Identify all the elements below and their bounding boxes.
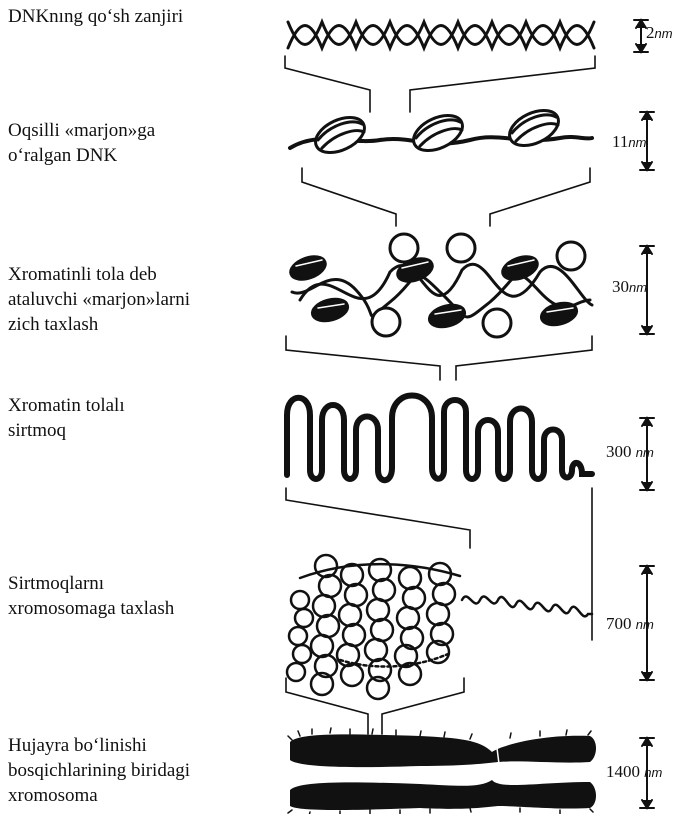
packed-loops [287,555,592,699]
scale-bar-30nm [640,246,654,334]
zoom-bracket [285,56,595,112]
scale-bar-700nm [640,566,654,680]
zoom-bracket [286,678,464,734]
metaphase-chromosome [290,734,596,810]
scale-bar-300nm [640,418,654,490]
nucleosome-beads [290,103,592,159]
scale-bar-2nm [634,20,648,52]
zoom-bracket [286,336,592,380]
dna-double-helix [288,22,594,48]
chromatin-loops [287,396,592,481]
coil-column [287,591,313,681]
scale-bar-1400nm [640,738,654,808]
extended-loop-tail [462,597,592,617]
chromatin-30nm-fiber [288,234,592,337]
scale-bar-11nm [640,112,654,170]
zoom-bracket [302,168,590,226]
